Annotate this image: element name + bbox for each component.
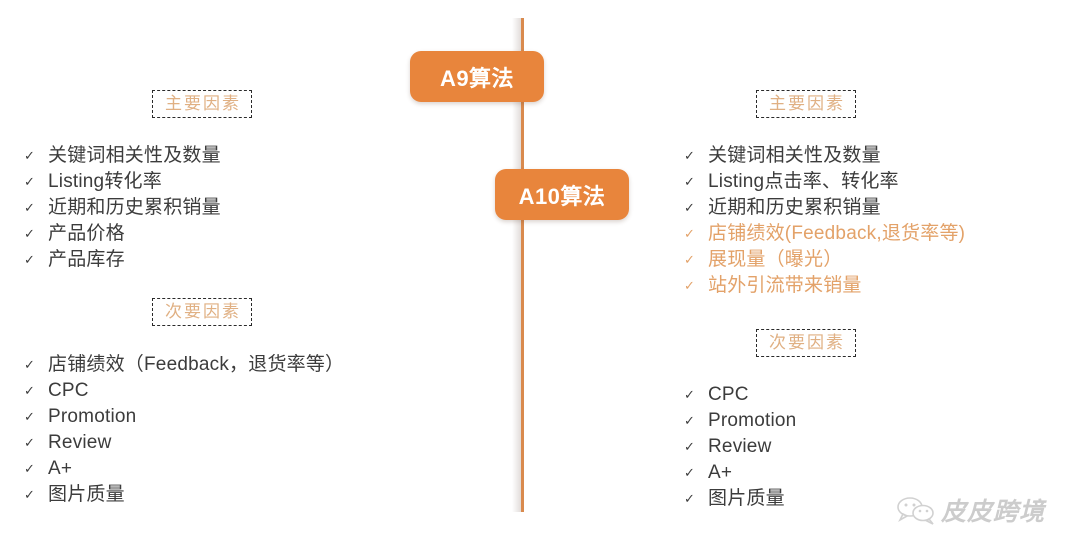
list-item-label: Promotion xyxy=(48,406,137,427)
check-icon: ✓ xyxy=(684,491,695,506)
watermark: 皮皮跨境 xyxy=(896,492,1045,528)
badge-a9-algorithm: A9算法 xyxy=(410,51,544,102)
list-left-primary-factors: ✓ 关键词相关性及数量 ✓ Listing转化率 ✓ 近期和历史累积销量 ✓ 产… xyxy=(24,143,221,273)
list-item: ✓ A+ xyxy=(24,456,344,482)
chip-left-primary-factors: 主要因素 xyxy=(152,90,252,118)
list-item-label: A+ xyxy=(48,458,73,479)
list-item-label: 图片质量 xyxy=(708,488,785,509)
list-right-secondary-factors: ✓ CPC ✓ Promotion ✓ Review ✓ A+ ✓ 图片质量 xyxy=(684,382,796,512)
check-icon: ✓ xyxy=(24,252,35,267)
check-icon: ✓ xyxy=(684,200,695,215)
badge-a10-algorithm: A10算法 xyxy=(495,169,629,220)
check-icon: ✓ xyxy=(684,148,695,163)
list-item: ✓ 图片质量 xyxy=(24,482,344,508)
check-icon: ✓ xyxy=(24,174,35,189)
list-item: ✓ Promotion xyxy=(24,404,344,430)
list-item-label: Listing转化率 xyxy=(48,171,162,192)
check-icon: ✓ xyxy=(684,387,695,402)
list-right-primary-factors: ✓ 关键词相关性及数量 ✓ Listing点击率、转化率 ✓ 近期和历史累积销量… xyxy=(684,143,965,299)
list-item-label: 产品价格 xyxy=(48,223,125,244)
list-item-label: 站外引流带来销量 xyxy=(708,275,862,296)
list-item: ✓ 产品价格 xyxy=(24,221,221,247)
check-icon: ✓ xyxy=(684,174,695,189)
check-icon: ✓ xyxy=(684,465,695,480)
list-item-label: 关键词相关性及数量 xyxy=(708,145,881,166)
check-icon: ✓ xyxy=(24,487,35,502)
check-icon: ✓ xyxy=(24,461,35,476)
chip-right-primary-factors: 主要因素 xyxy=(756,90,856,118)
list-item-label: 店铺绩效(Feedback,退货率等) xyxy=(708,223,966,244)
timeline-divider xyxy=(521,18,524,512)
list-item-label: 近期和历史累积销量 xyxy=(708,197,881,218)
list-item-label: 近期和历史累积销量 xyxy=(48,197,221,218)
list-left-secondary-factors: ✓ 店铺绩效（Feedback，退货率等） ✓ CPC ✓ Promotion … xyxy=(24,352,344,508)
chip-right-secondary-factors: 次要因素 xyxy=(756,329,856,357)
list-item: ✓ 店铺绩效(Feedback,退货率等) xyxy=(684,221,965,247)
wechat-bubbles-icon xyxy=(896,495,936,525)
check-icon: ✓ xyxy=(24,383,35,398)
check-icon: ✓ xyxy=(684,413,695,428)
right-column-a10: 主要因素 ✓ 关键词相关性及数量 ✓ Listing点击率、转化率 ✓ 近期和历… xyxy=(522,0,1080,559)
list-item: ✓ Promotion xyxy=(684,408,796,434)
check-icon: ✓ xyxy=(24,200,35,215)
list-item: ✓ A+ xyxy=(684,460,796,486)
chip-left-secondary-factors: 次要因素 xyxy=(152,298,252,326)
list-item-label: CPC xyxy=(708,384,749,405)
list-item: ✓ 产品库存 xyxy=(24,247,221,273)
check-icon: ✓ xyxy=(684,252,695,267)
list-item-label: Listing点击率、转化率 xyxy=(708,171,899,192)
check-icon: ✓ xyxy=(24,226,35,241)
check-icon: ✓ xyxy=(24,148,35,163)
list-item-label: CPC xyxy=(48,380,89,401)
list-item-label: A+ xyxy=(708,462,733,483)
list-item: ✓ 关键词相关性及数量 xyxy=(24,143,221,169)
list-item: ✓ Listing转化率 xyxy=(24,169,221,195)
check-icon: ✓ xyxy=(24,357,35,372)
watermark-label: 皮皮跨境 xyxy=(941,498,1046,526)
badge-a10-label: A10算法 xyxy=(518,183,606,209)
left-column-a9: 主要因素 ✓ 关键词相关性及数量 ✓ Listing转化率 ✓ 近期和历史累积销… xyxy=(0,0,512,559)
list-item: ✓ 图片质量 xyxy=(684,486,796,512)
list-item-label: 店铺绩效（Feedback，退货率等） xyxy=(48,354,345,375)
list-item: ✓ 站外引流带来销量 xyxy=(684,273,965,299)
list-item: ✓ 近期和历史累积销量 xyxy=(24,195,221,221)
list-item-label: Review xyxy=(48,432,112,453)
list-item: ✓ Listing点击率、转化率 xyxy=(684,169,965,195)
list-item-label: 展现量（曝光） xyxy=(708,249,843,270)
list-item: ✓ 近期和历史累积销量 xyxy=(684,195,965,221)
list-item: ✓ Review xyxy=(684,434,796,460)
list-item-label: Review xyxy=(708,436,772,457)
list-item: ✓ CPC xyxy=(684,382,796,408)
list-item: ✓ 展现量（曝光） xyxy=(684,247,965,273)
check-icon: ✓ xyxy=(24,409,35,424)
list-item: ✓ 店铺绩效（Feedback，退货率等） xyxy=(24,352,344,378)
list-item: ✓ 关键词相关性及数量 xyxy=(684,143,965,169)
list-item-label: 产品库存 xyxy=(48,249,125,270)
list-item: ✓ Review xyxy=(24,430,344,456)
check-icon: ✓ xyxy=(684,278,695,293)
check-icon: ✓ xyxy=(24,435,35,450)
check-icon: ✓ xyxy=(684,439,695,454)
list-item-label: Promotion xyxy=(708,410,797,431)
list-item-label: 图片质量 xyxy=(48,484,125,505)
check-icon: ✓ xyxy=(684,226,695,241)
badge-a9-label: A9算法 xyxy=(439,65,515,91)
list-item: ✓ CPC xyxy=(24,378,344,404)
list-item-label: 关键词相关性及数量 xyxy=(48,145,221,166)
